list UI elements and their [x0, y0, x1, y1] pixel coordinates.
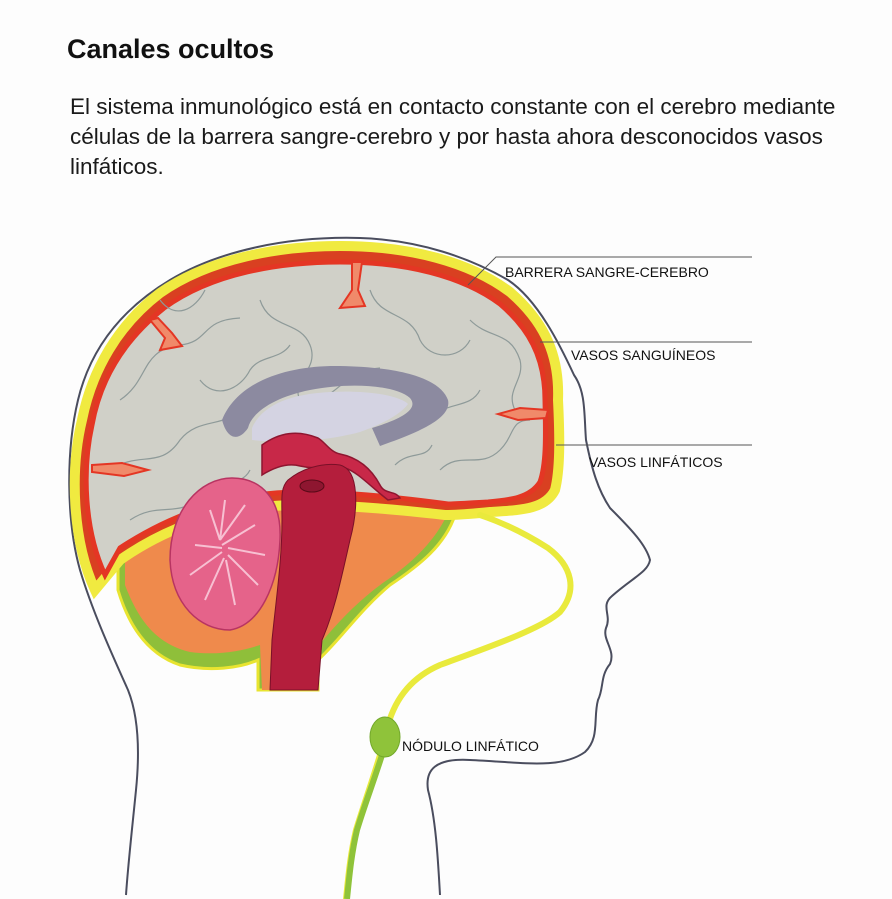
page-title: Canales ocultos — [67, 34, 275, 64]
cerebellum — [169, 477, 281, 631]
brainstem — [269, 463, 357, 691]
gyri — [109, 289, 531, 521]
label-lymph-vessels: VASOS LINFÁTICOS — [589, 454, 723, 470]
ventricle-inner — [252, 391, 408, 442]
page-description: El sistema inmunológico está en contacto… — [70, 94, 836, 179]
pineal — [299, 479, 325, 493]
cerebellum-folia — [189, 499, 266, 606]
label-blood-vessels: VASOS SANGUÍNEOS — [571, 347, 715, 363]
label-lymph-node: NÓDULO LINFÁTICO — [402, 738, 539, 754]
vessel-branches — [91, 261, 550, 478]
lymph-node — [369, 716, 401, 758]
label-barrier: BARRERA SANGRE-CEREBRO — [505, 264, 709, 280]
lymph-vessel-lower — [344, 734, 391, 899]
ventricle — [222, 365, 449, 446]
head-outline — [68, 236, 652, 896]
leader-lines — [467, 256, 752, 446]
